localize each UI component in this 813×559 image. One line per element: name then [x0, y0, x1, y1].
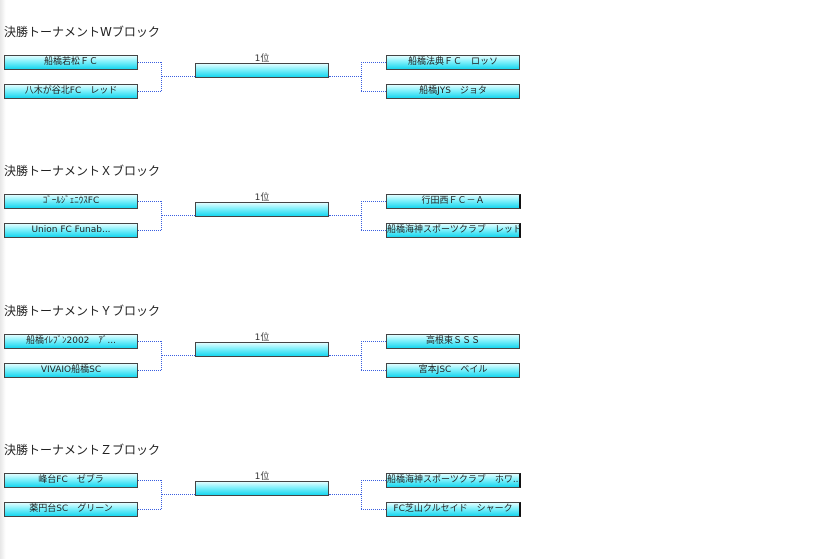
team-right-1[interactable]: 行田西ＦＣ－Ａ: [386, 194, 521, 209]
bracket-line: [361, 201, 386, 202]
team-right-1[interactable]: 船橋法典ＦＣ ロッソ: [386, 55, 520, 70]
team-right-2[interactable]: 宮本JSC ベイル: [386, 363, 520, 378]
winner-slot[interactable]: [195, 202, 329, 217]
bracket-line: [361, 91, 386, 92]
winner-slot[interactable]: [195, 342, 329, 357]
team-left-1[interactable]: 船橋ｲﾚﾌﾞﾝ2002 ｱﾞ...: [4, 334, 138, 349]
bracket-line: [161, 355, 195, 356]
team-right-1[interactable]: 高根東ＳＳＳ: [386, 334, 520, 349]
team-right-2[interactable]: FC芝山クルセイド シャーク: [386, 502, 521, 517]
tournament-block-x: 決勝トーナメントＸブロック ｺﾞｰﾙｼﾞｪﾆｳｽFC Union FC Funa…: [0, 162, 813, 272]
team-left-1[interactable]: ｺﾞｰﾙｼﾞｪﾆｳｽFC: [4, 194, 138, 209]
team-left-2[interactable]: 八木が谷北FC レッド: [4, 84, 138, 99]
rank-label: 1位: [254, 472, 270, 482]
bracket-line: [138, 480, 161, 481]
bracket-line: [361, 480, 386, 481]
team-left-2[interactable]: Union FC Funab...: [4, 223, 138, 238]
block-title: 決勝トーナメントＺブロック: [4, 443, 161, 457]
bracket-line: [138, 201, 161, 202]
bracket-line: [361, 230, 386, 231]
bracket-line: [138, 509, 161, 510]
team-left-2[interactable]: 薬円台SC グリーン: [4, 502, 138, 517]
bracket-line: [361, 62, 362, 91]
block-title: 決勝トーナメントＹブロック: [4, 304, 161, 318]
bracket-line: [361, 509, 386, 510]
bracket-line: [329, 215, 361, 216]
bracket-line: [161, 76, 195, 77]
bracket-line: [361, 341, 362, 370]
tournament-block-z: 決勝トーナメントＺブロック 峰台FC ゼブラ 薬円台SC グリーン 1位 船橋海…: [0, 441, 813, 551]
bracket-line: [329, 494, 361, 495]
bracket-line: [361, 370, 386, 371]
rank-label: 1位: [254, 54, 270, 64]
team-left-2[interactable]: VIVAIO船橋SC: [4, 363, 138, 378]
block-title: 決勝トーナメントＸブロック: [4, 164, 161, 178]
bracket-line: [138, 62, 161, 63]
bracket-line: [138, 370, 161, 371]
left-shade: [0, 0, 6, 559]
bracket-line: [361, 201, 362, 230]
team-right-2[interactable]: 船橋JYS ジョタ: [386, 84, 520, 99]
winner-slot[interactable]: [195, 481, 329, 496]
rank-label: 1位: [254, 333, 270, 343]
bracket-line: [161, 494, 195, 495]
rank-label: 1位: [254, 193, 270, 203]
bracket-line: [361, 62, 386, 63]
bracket-line: [138, 341, 161, 342]
team-right-1[interactable]: 船橋海神スポーツクラブ ホワ...: [386, 473, 521, 488]
tournament-block-y: 決勝トーナメントＹブロック 船橋ｲﾚﾌﾞﾝ2002 ｱﾞ... VIVAIO船橋…: [0, 302, 813, 412]
bracket-line: [329, 355, 361, 356]
block-title: 決勝トーナメントWブロック: [4, 25, 160, 39]
winner-slot[interactable]: [195, 63, 329, 78]
team-right-2[interactable]: 船橋海神スポーツクラブ レッド: [386, 223, 521, 238]
bracket-line: [361, 341, 386, 342]
bracket-line: [138, 230, 161, 231]
tournament-block-w: 決勝トーナメントWブロック 船橋若松ＦＣ 八木が谷北FC レッド 1位 船橋法典…: [0, 23, 813, 133]
team-left-1[interactable]: 船橋若松ＦＣ: [4, 55, 138, 70]
bracket-line: [138, 91, 161, 92]
bracket-line: [361, 480, 362, 509]
bracket-line: [329, 76, 361, 77]
team-left-1[interactable]: 峰台FC ゼブラ: [4, 473, 138, 488]
bracket-line: [161, 215, 195, 216]
